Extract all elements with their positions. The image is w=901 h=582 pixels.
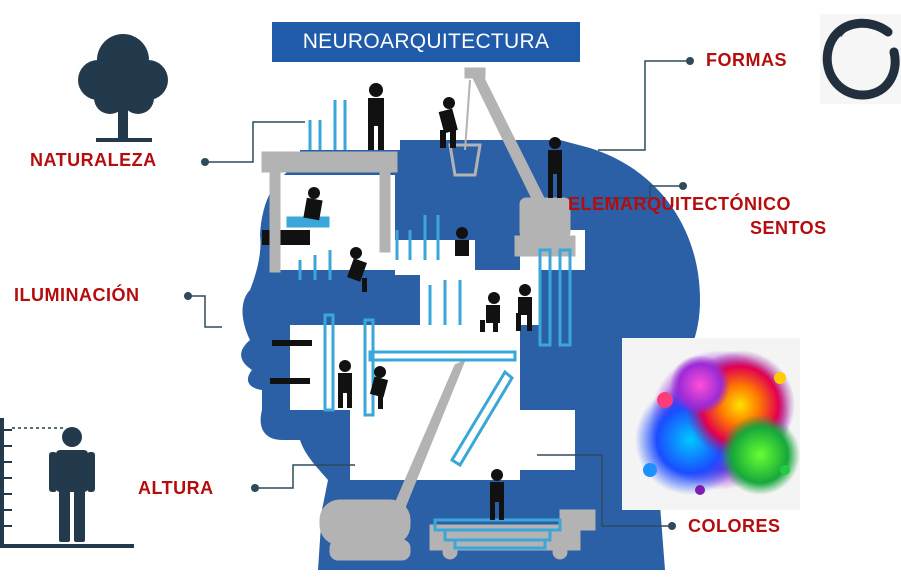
worker-figure bbox=[338, 360, 352, 408]
label-iluminacion: ILUMINACIÓN bbox=[14, 285, 140, 305]
workers bbox=[303, 83, 562, 520]
worker-figure bbox=[455, 227, 469, 256]
worker-figure bbox=[480, 292, 500, 332]
worker-figure bbox=[548, 137, 562, 198]
label-altura: ALTURA bbox=[138, 478, 214, 498]
scaffolding bbox=[286, 100, 572, 550]
enso-circle-icon bbox=[820, 14, 901, 104]
person-height-icon bbox=[0, 418, 134, 548]
worker-figure bbox=[303, 187, 323, 221]
label-naturaleza: NATURALEZA bbox=[30, 150, 157, 170]
worker-figure bbox=[368, 83, 384, 150]
worker-figure bbox=[369, 366, 389, 409]
worker-figure bbox=[438, 97, 458, 148]
label-formas: FORMAS bbox=[706, 50, 787, 70]
worker-figure bbox=[347, 247, 367, 292]
tree-icon bbox=[78, 34, 168, 142]
connector-dots bbox=[184, 57, 694, 530]
label-elementos-line2: SENTOS bbox=[750, 218, 827, 238]
page-title: NEUROARQUITECTURA bbox=[272, 22, 580, 62]
paint-splash-icon bbox=[622, 338, 800, 510]
label-elementos-line1: ELEMARQUITECTÓNICO bbox=[568, 194, 791, 214]
connectors bbox=[188, 60, 690, 527]
worker-figure bbox=[490, 469, 504, 520]
worker-figure bbox=[516, 284, 532, 331]
construction-structures bbox=[261, 67, 596, 561]
label-colores: COLORES bbox=[688, 516, 781, 536]
